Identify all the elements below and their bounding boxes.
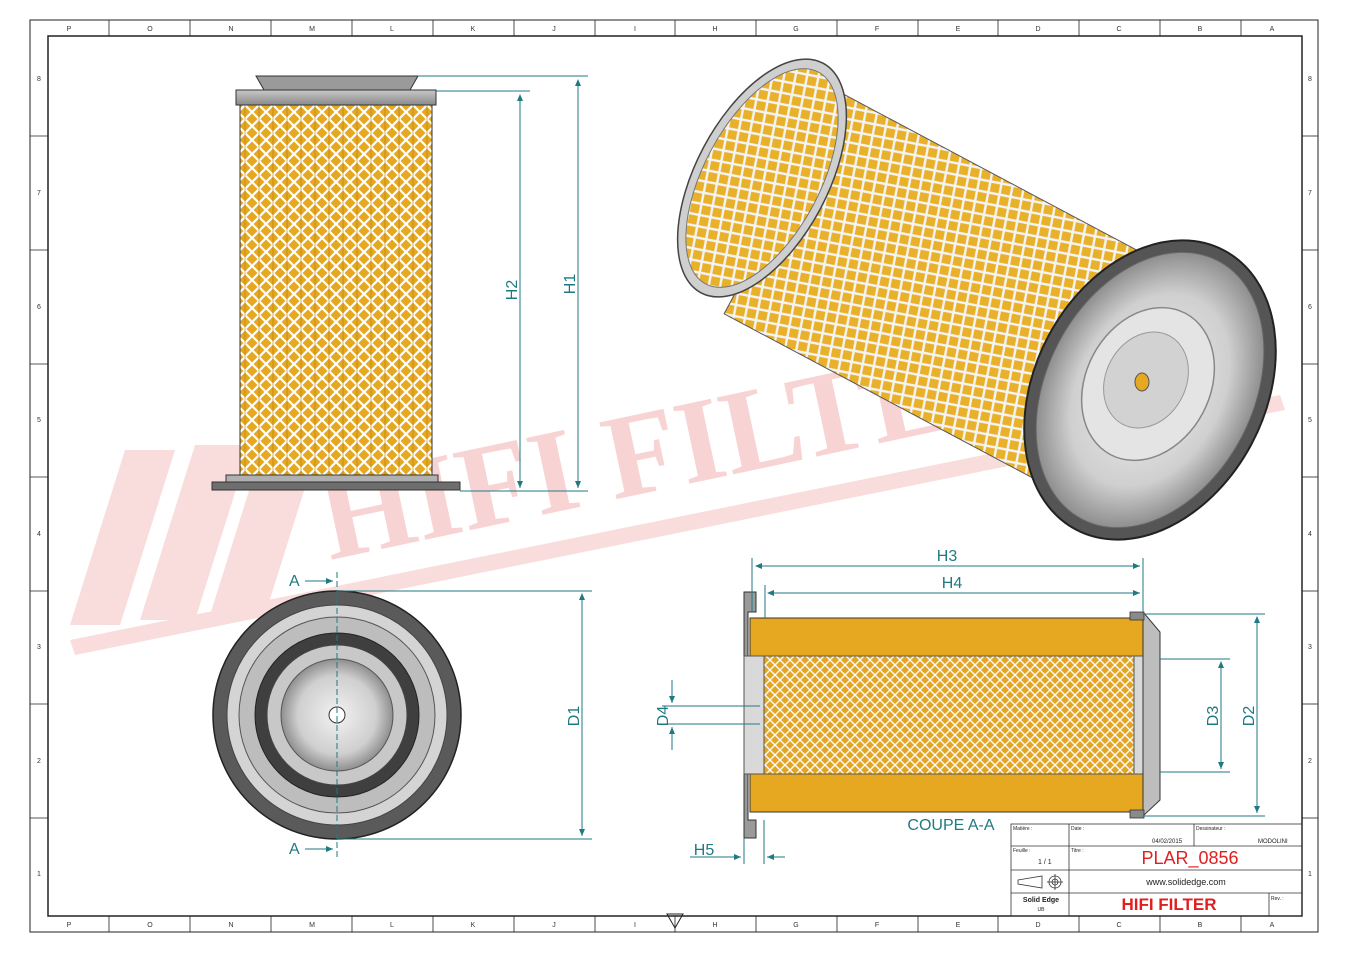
zone-label: 5 [37, 417, 41, 424]
zone-label: 7 [37, 190, 41, 197]
zone-label: D [1035, 922, 1040, 929]
date-label: Date : [1071, 826, 1084, 832]
zone-label: C [1116, 26, 1121, 33]
zone-label: 6 [1308, 304, 1312, 311]
matiere-label: Matière : [1013, 826, 1032, 832]
zone-label: M [309, 26, 315, 33]
zone-labels-left: 8 7 6 5 4 3 2 1 [37, 76, 41, 878]
side-view [211, 75, 461, 491]
date-value: 04/02/2015 [1152, 839, 1183, 845]
zone-label: A [1270, 26, 1275, 33]
company-name: HIFI FILTER [1121, 895, 1216, 914]
zone-label: O [147, 26, 153, 33]
rev-label: Rev. : [1271, 896, 1284, 902]
website-text: www.solidedge.com [1145, 877, 1226, 887]
zone-label: 1 [37, 871, 41, 878]
zone-label: 4 [37, 531, 41, 538]
zone-label: K [471, 922, 476, 929]
zone-label: P [67, 26, 72, 33]
zone-ticks [30, 20, 1318, 932]
zone-label: L [390, 922, 394, 929]
zone-label: A [1270, 922, 1275, 929]
zone-label: K [471, 26, 476, 33]
feuille-label: Feuille : [1013, 848, 1031, 854]
d3-label: D3 [1205, 706, 1222, 727]
zone-label: J [552, 922, 556, 929]
centre-marker [666, 913, 684, 930]
zone-label: M [309, 922, 315, 929]
zone-label: B [1198, 26, 1203, 33]
zone-label: 1 [1308, 871, 1312, 878]
zone-label: D [1035, 26, 1040, 33]
zone-labels-right: 8 7 6 5 4 3 2 1 [1308, 76, 1312, 878]
zone-label: J [552, 26, 556, 33]
dessinateur-value: MODOLINI [1258, 839, 1288, 845]
zone-label: 5 [1308, 417, 1312, 424]
zone-label: 7 [1308, 190, 1312, 197]
drawing-title: PLAR_0856 [1141, 848, 1238, 869]
h4-label: H4 [942, 575, 963, 592]
zone-label: E [956, 922, 961, 929]
h3-label: H3 [937, 548, 958, 565]
zone-label: N [228, 922, 233, 929]
software-name: Solid Edge [1023, 897, 1059, 904]
dessinateur-label: Dessinateur : [1196, 826, 1225, 832]
isometric-view [676, 58, 1277, 541]
zone-label: F [875, 922, 879, 929]
zone-label: 2 [1308, 758, 1312, 765]
zone-label: I [634, 26, 636, 33]
zone-label: G [793, 922, 798, 929]
section-mark-bottom: A [289, 841, 300, 858]
zone-label: N [228, 26, 233, 33]
zone-labels-bottom: P O N M L K J I H G F E D C B A [67, 922, 1275, 929]
h2-label: H2 [504, 280, 521, 301]
section-dimensions [662, 558, 1265, 864]
section-view [743, 591, 1161, 839]
zone-labels-top: P O N M L K J I H G F E D C B A [67, 26, 1275, 33]
zone-label: G [793, 26, 798, 33]
zone-label: 3 [1308, 644, 1312, 651]
section-mark-top: A [289, 573, 300, 590]
d2-label: D2 [1241, 706, 1258, 727]
d4-label: D4 [655, 706, 672, 727]
h1-label: H1 [562, 274, 579, 295]
end-view [212, 590, 462, 840]
projection-symbol-icon [1017, 874, 1063, 890]
zone-label: B [1198, 922, 1203, 929]
h5-label: H5 [694, 842, 715, 859]
section-caption: COUPE A-A [907, 817, 994, 834]
zone-label: H [712, 922, 717, 929]
zone-label: 6 [37, 304, 41, 311]
zone-label: 4 [1308, 531, 1312, 538]
software-sub: UB [1038, 907, 1046, 913]
side-dimensions [418, 75, 588, 492]
zone-label: 8 [1308, 76, 1312, 83]
zone-label: 8 [37, 76, 41, 83]
titre-label: Titre : [1071, 848, 1084, 854]
end-view-dimensions [305, 572, 592, 858]
zone-label: O [147, 922, 153, 929]
zone-label: 2 [37, 758, 41, 765]
d1-label: D1 [566, 706, 583, 727]
zone-label: L [390, 26, 394, 33]
zone-label: I [634, 922, 636, 929]
zone-label: C [1116, 922, 1121, 929]
title-block [1010, 823, 1303, 917]
zone-label: E [956, 26, 961, 33]
zone-label: P [67, 922, 72, 929]
zone-label: 3 [37, 644, 41, 651]
zone-label: F [875, 26, 879, 33]
zone-label: H [712, 26, 717, 33]
feuille-value: 1 / 1 [1038, 859, 1052, 866]
